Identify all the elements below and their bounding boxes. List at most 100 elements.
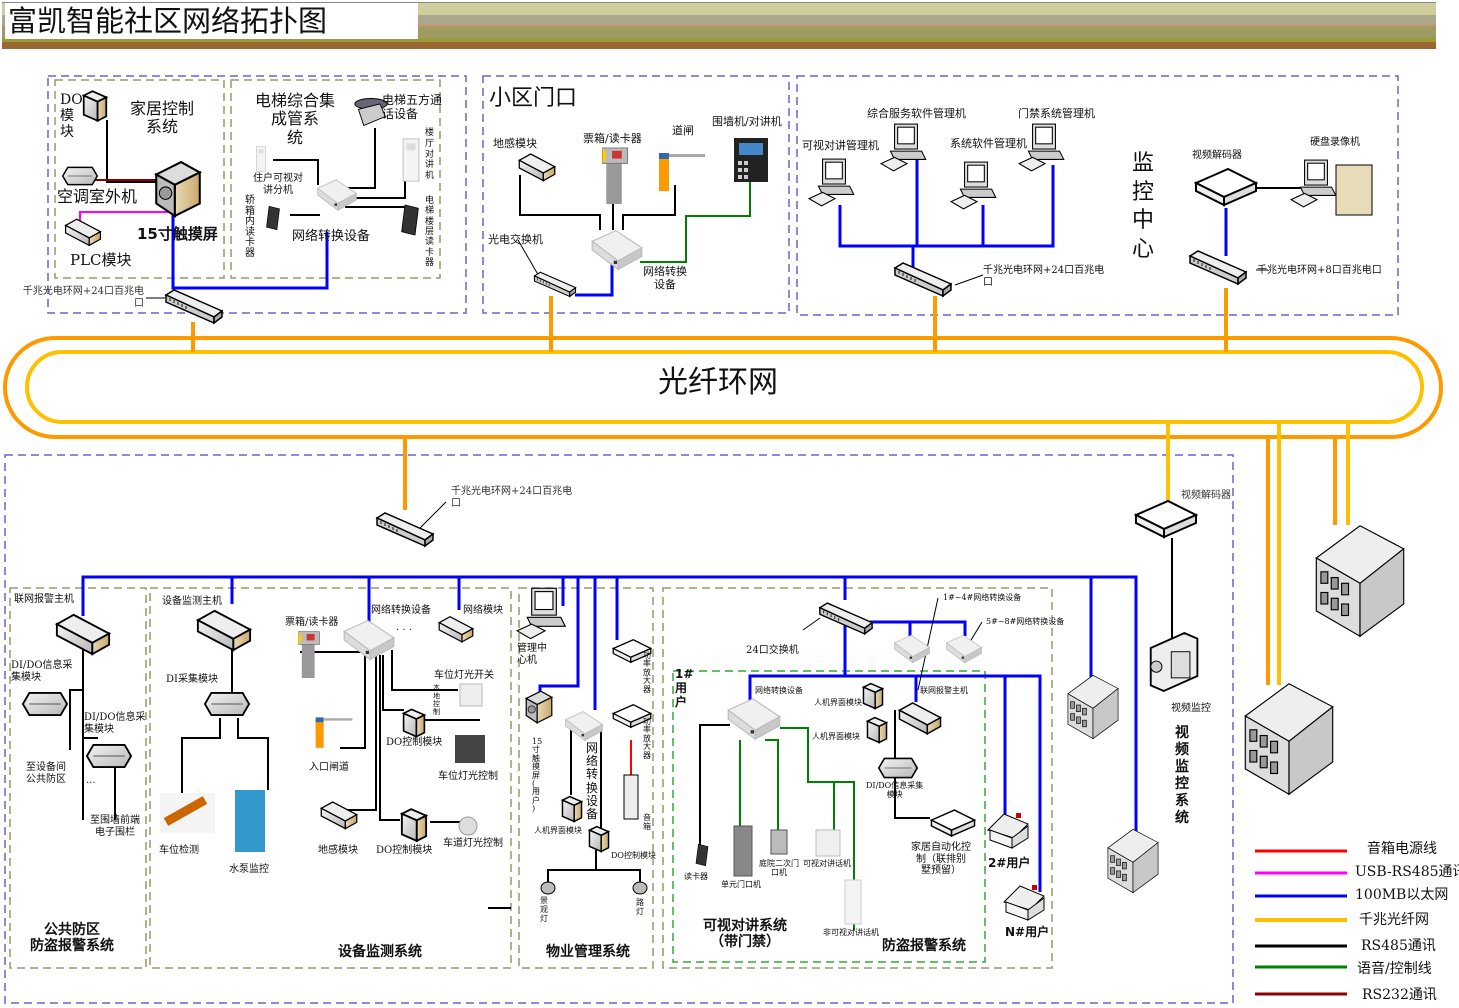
label-video-phone: 可视对讲话机 (803, 859, 851, 868)
switch-icon (376, 512, 434, 547)
yard-door-station-icon (770, 829, 788, 855)
label-res-alarm-title: 防盗报警系统 (882, 938, 966, 954)
management-pc-icon (516, 587, 566, 640)
ticket-box-icon (601, 147, 629, 204)
label-em-loop: 地感模块 (318, 845, 358, 856)
label-unit-door: 单元门口机 (721, 880, 761, 889)
network-converter-icon (946, 634, 982, 664)
street-light-icon (632, 881, 648, 895)
label-to-equipment: 至设备间 公共防区 (26, 762, 66, 785)
legend-fiber: 千兆光纤网 (1359, 912, 1429, 928)
label-pump: 水泵监控 (229, 864, 269, 875)
ticket-box-icon (298, 631, 320, 678)
card-reader-icon (695, 843, 709, 867)
diagram-title: 富凯智能社区网络拓扑图 (5, 3, 418, 39)
video-phone-icon (815, 829, 841, 857)
unit-door-station-icon (733, 825, 753, 877)
speaker-icon (623, 774, 639, 820)
dido-module-icon (86, 744, 132, 768)
frame-equipment-monitor (149, 587, 512, 969)
label-gate-converter: 网络转换 设备 (643, 265, 687, 291)
label-light-switch: 车位灯光开关 (434, 670, 494, 681)
label-floor-reader: 电 梯 楼 层 读 卡 器 (425, 196, 435, 269)
label-gate-intercom: 围墙机/对讲机 (712, 115, 782, 128)
legend-rs232: RS232通讯 (1362, 987, 1437, 1003)
loop-module-icon (320, 801, 358, 830)
label-gate-ticket: 票箱/读卡器 (583, 132, 642, 145)
label-elevator-system: 电梯综合集 成管系 统 (255, 91, 336, 147)
label-entry-gate: 入口闸道 (309, 762, 349, 773)
label-user-1: 1# 用 户 (675, 667, 694, 709)
frame-property (518, 587, 654, 969)
label-user-2: 2#用户 (988, 856, 1031, 870)
label-system-pc: 系统软件管理机 (950, 137, 1027, 150)
label-switch-1: 千兆光电环网+24口百兆电 口 (22, 286, 144, 309)
switch-icon (894, 262, 952, 297)
frame-user1 (672, 670, 986, 963)
floor-card-reader-icon (401, 204, 419, 236)
dido-module-icon (22, 692, 68, 716)
network-converter-icon (591, 230, 643, 270)
building-icon (1107, 828, 1159, 894)
label-indoor-unit: 住户可视对 讲分机 (253, 173, 303, 196)
label-touchscreen: 15寸触摸屏 (137, 225, 218, 243)
building-icon (1067, 674, 1119, 740)
label-alarm-host: 联网报警主机 (14, 594, 74, 605)
dido-module-icon (878, 757, 918, 779)
system-pc-icon (950, 161, 997, 210)
label-amp-1: 功 率 放 大 器 (643, 651, 651, 694)
dvr-pc-icon (1290, 159, 1337, 208)
loop-module-icon (518, 153, 556, 182)
audio-phone-icon (844, 879, 862, 925)
legend-ethernet: 100MB以太网 (1355, 887, 1449, 903)
label-dvr: 硬盘录像机 (1310, 137, 1360, 148)
label-amp-2: 功 率 放 大 器 (643, 717, 651, 760)
label-home-control: 家居控制 系统 (130, 99, 195, 137)
label-video-camera: 视频监控 (1171, 703, 1211, 714)
frame-public-alarm (9, 587, 147, 969)
label-di-module: DI采集模块 (166, 674, 218, 685)
frame-residence-building (47, 75, 467, 314)
fiber-links (191, 288, 1350, 685)
label-monitor-host: 设备监测主机 (162, 596, 222, 607)
wall-intercom-icon (734, 138, 768, 182)
house-icon (1003, 884, 1045, 921)
dvr-tower-icon (1335, 164, 1373, 216)
building-icon (1244, 683, 1334, 795)
landscape-light-icon (540, 881, 556, 895)
house-icon (987, 812, 1029, 849)
label-audio-phone: 非可视对讲话机 (823, 928, 879, 937)
label-res-converter: 网络转换设备 (755, 686, 803, 695)
label-em-ticket: 票箱/读卡器 (285, 617, 339, 628)
hmi-module-icon (866, 716, 888, 744)
do-module-icon (400, 808, 428, 842)
label-parking-light: 车位灯光控制 (438, 771, 498, 782)
label-car-reader: 轿 箱 内 读 卡 器 (245, 195, 255, 259)
network-converter-icon (727, 698, 781, 740)
car-card-reader-icon (266, 205, 280, 231)
network-converter-icon (317, 179, 357, 211)
plc-module-icon (64, 218, 102, 246)
label-bottom-decoder: 视频解码器 (1181, 490, 1231, 501)
frame-elevator (230, 79, 441, 279)
label-em-converter: 网络转换设备 (371, 605, 431, 616)
label-speaker: 音 箱 (643, 813, 651, 832)
legend-speaker-power: 音箱电源线 (1367, 841, 1437, 857)
touchscreen-icon (155, 161, 201, 217)
monitor-host-icon (196, 609, 252, 652)
label-net-module: 网络模块 (463, 605, 503, 616)
label-to-fence: 至围墙前端 电子围栏 (90, 815, 140, 838)
switch-icon (165, 289, 223, 324)
label-hmi-2: 人机界面模块 (812, 732, 860, 741)
building-icon (1315, 525, 1405, 637)
optical-switch-icon (533, 271, 577, 298)
fiber-ring-outer (3, 336, 1443, 439)
label-elevator-converter: 网络转换设备 (292, 229, 371, 244)
label-lane-light: 车道灯光控制 (443, 838, 503, 849)
label-video-title: 视 频 监 控 系 统 (1175, 725, 1189, 827)
label-street-light: 路 灯 (636, 898, 644, 917)
label-switch-8: 千兆光电环网+8口百兆电口 (1257, 265, 1382, 276)
label-control-center: 监 控 中 心 (1132, 151, 1155, 262)
do-module-icon (82, 90, 108, 122)
